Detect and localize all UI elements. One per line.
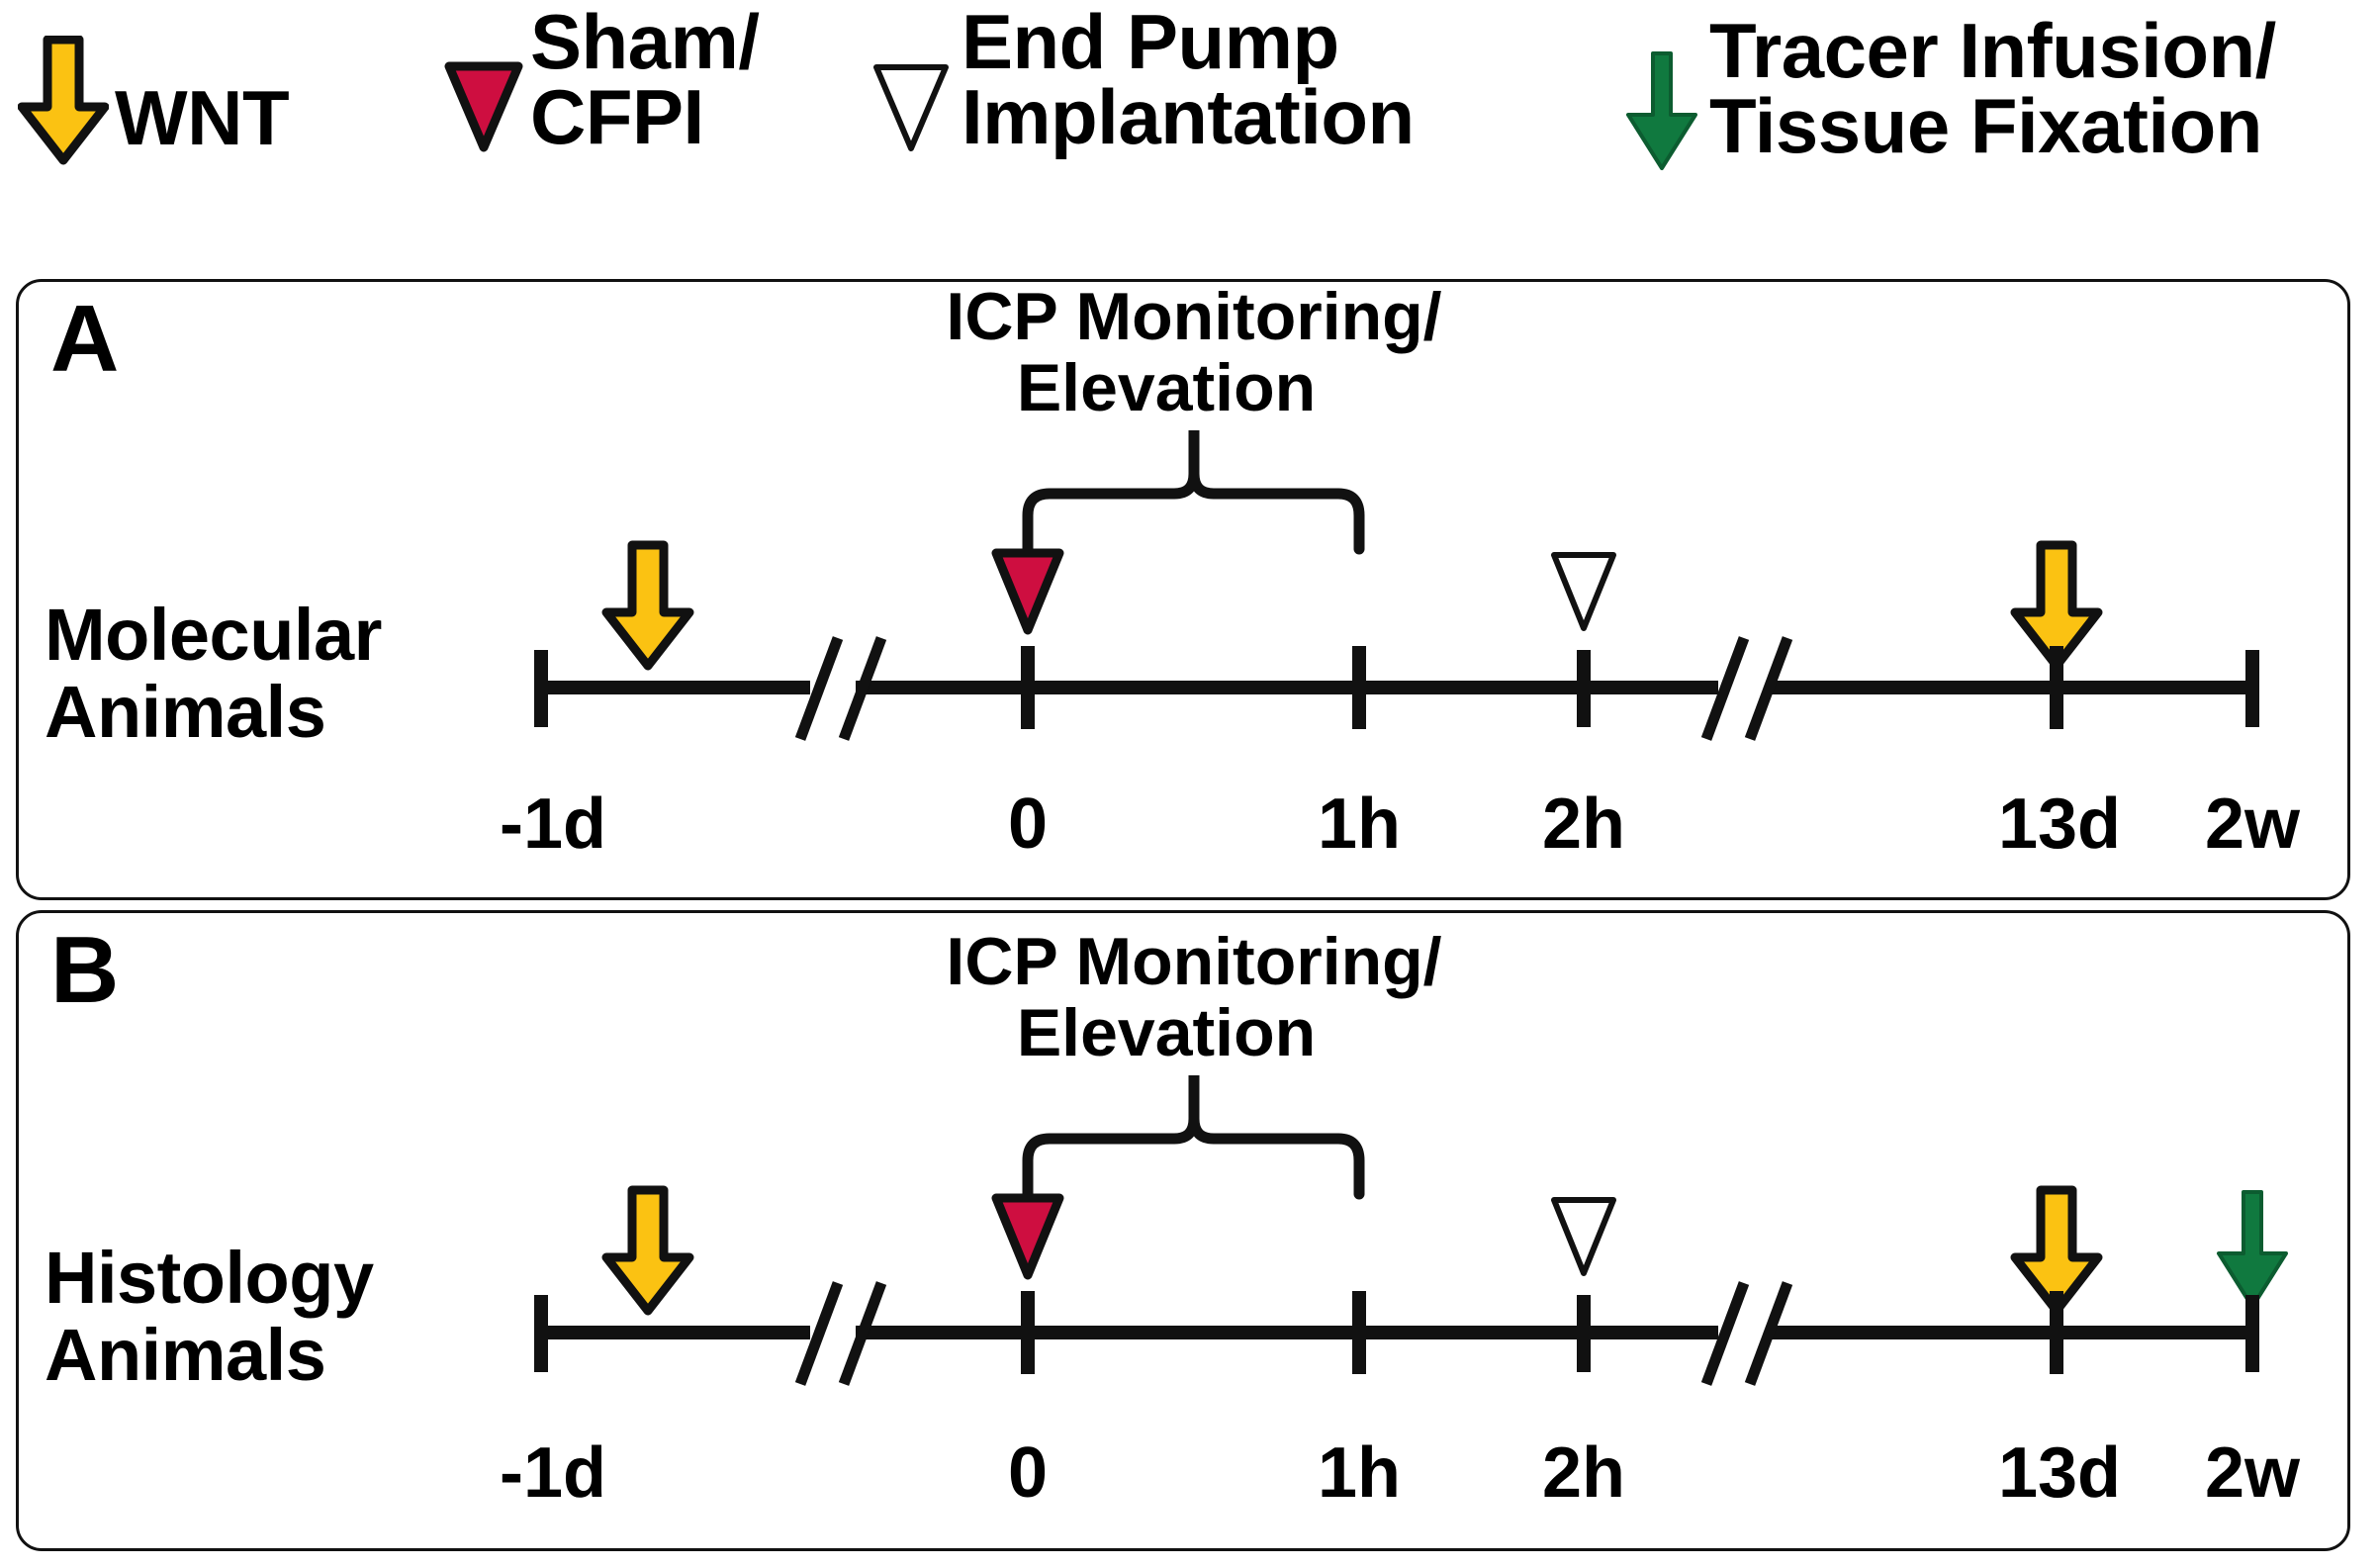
marker-pump-a	[1551, 552, 1616, 631]
panel-b-ticks	[534, 1291, 2259, 1374]
marker-tracer-b	[2217, 1190, 2288, 1309]
tick-label: 2h	[1542, 1433, 1625, 1513]
svg-text:ICP Monitoring/: ICP Monitoring/	[946, 924, 1441, 999]
tick-label: 13d	[1998, 784, 2121, 864]
tick-label: 0	[1008, 1433, 1048, 1513]
panel-b-icp-brace	[1022, 1075, 1365, 1200]
marker-pump-b	[1551, 1197, 1616, 1276]
marker-wnt-b-1	[601, 1185, 694, 1316]
legend-item-cfpi: Sham/CFPI	[443, 0, 760, 161]
panel-b-timeline: ICP Monitoring/ Elevation	[500, 924, 2301, 1513]
marker-wnt-b-2	[2010, 1185, 2103, 1316]
svg-text:ICP Monitoring/: ICP Monitoring/	[946, 282, 1441, 354]
legend-label-wnt: WNT	[115, 73, 290, 161]
down-triangle-icon	[444, 61, 523, 152]
panel-b-axis-breaks	[794, 1281, 1793, 1386]
tick-label: 13d	[1998, 1433, 2121, 1513]
panel-b-bracket-label: ICP Monitoring/ Elevation	[946, 924, 1441, 1070]
down-triangle-outline-icon	[873, 64, 949, 152]
legend-item-wnt: WNT	[18, 36, 290, 166]
tick-label: 2w	[2205, 784, 2301, 864]
tick-label: 1h	[1318, 784, 1401, 864]
legend-item-tracer: Tracer Infusion/Tissue Fixation	[1622, 2, 2276, 174]
tick-label: 1h	[1318, 1433, 1401, 1513]
svg-text:Elevation: Elevation	[1017, 350, 1316, 425]
panel-a-axis-breaks	[794, 636, 1793, 741]
panel-b-letter: B	[50, 917, 120, 1023]
panel-a-letter: A	[50, 286, 120, 392]
panel-a-bracket-label: ICP Monitoring/ Elevation	[946, 282, 1441, 425]
tick-label: -1d	[500, 784, 606, 864]
panel-b-tick-labels: -1d 0 1h 2h 13d 2w	[500, 1433, 2301, 1513]
tick-label: 0	[1008, 784, 1048, 864]
down-arrow-icon	[18, 36, 109, 165]
panel-a-markers	[601, 540, 2103, 671]
panel-a-ticks	[534, 646, 2259, 729]
legend-label-tracer: Tracer Infusion/Tissue Fixation	[1709, 6, 2276, 169]
marker-wnt-a-1	[601, 540, 694, 671]
panel-a-icp-brace	[1022, 430, 1365, 555]
panel-a-tick-labels: -1d 0 1h 2h 13d 2w	[500, 784, 2301, 864]
marker-wnt-a-2	[2010, 540, 2103, 671]
down-arrow-thin-icon	[1626, 51, 1697, 170]
tick-label: 2h	[1542, 784, 1625, 864]
panel-b-markers	[601, 1185, 2288, 1316]
marker-cfpi-b	[991, 1193, 1064, 1280]
svg-text:Elevation: Elevation	[1017, 995, 1316, 1070]
tick-label: -1d	[500, 1433, 606, 1513]
panel-a-timeline: ICP Monitoring/ Elevation	[500, 282, 2301, 864]
tick-label: 2w	[2205, 1433, 2301, 1513]
legend-label-cfpi: Sham/CFPI	[530, 0, 760, 161]
marker-cfpi-a	[991, 548, 1064, 635]
